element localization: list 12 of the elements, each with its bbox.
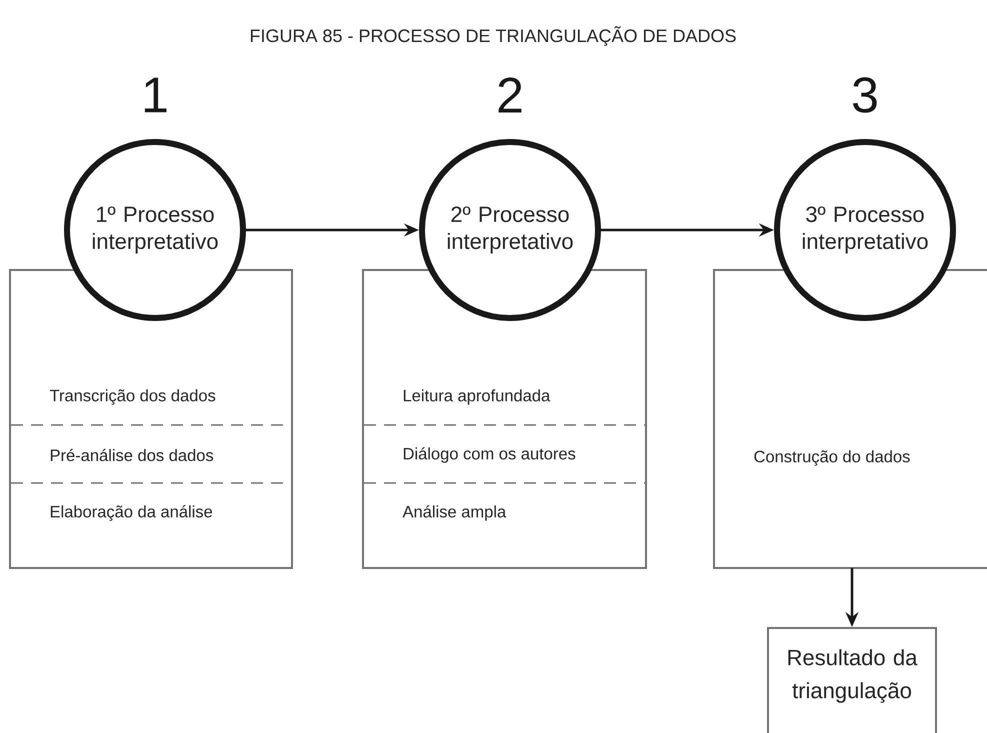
result-box: Resultado da triangulação bbox=[767, 627, 938, 733]
list-item: Construção do dados bbox=[754, 450, 910, 466]
step-number: 3 bbox=[853, 77, 877, 113]
list-item: Leitura aprofundada bbox=[404, 389, 550, 405]
step-number: 2 bbox=[498, 78, 522, 112]
list-item: Pré-análise dos dados bbox=[50, 448, 214, 462]
list-item: Transcrição dos dados bbox=[50, 389, 216, 405]
list-item: Elaboração da análise bbox=[50, 505, 212, 521]
step-number: 1 bbox=[144, 78, 166, 112]
list-item: Diálogo com os autores bbox=[404, 447, 576, 463]
figure-title: FIGURA 85 - PROCESSO DE TRIANGULAÇÃO DE DADOS bbox=[250, 26, 736, 46]
list-item: Análise ampla bbox=[402, 505, 506, 521]
